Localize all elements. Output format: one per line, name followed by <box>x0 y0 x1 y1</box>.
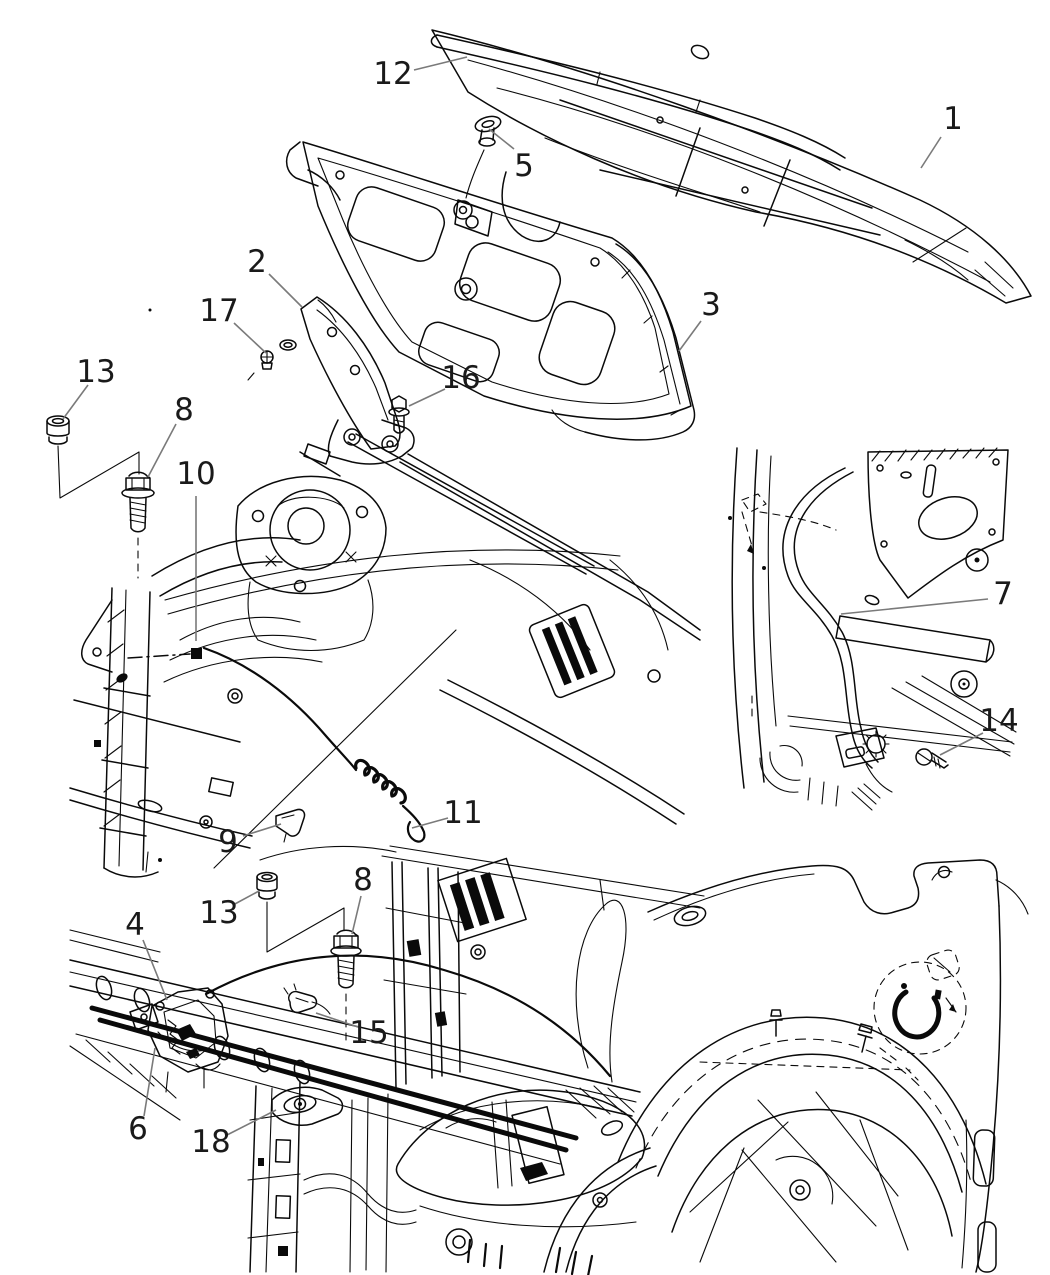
callout-8-label: 8 <box>353 862 373 898</box>
diagram-art <box>46 29 1032 1275</box>
cable-clip-art <box>275 808 306 843</box>
callout-15-leader <box>315 1012 362 1029</box>
callout-4-leader <box>142 939 168 1001</box>
callout-11-label: 11 <box>443 795 482 831</box>
callout-18-leader <box>226 1109 277 1136</box>
callout-17-label: 17 <box>199 293 238 329</box>
callout-1-leader <box>920 136 942 169</box>
callout-7-leader <box>840 598 989 615</box>
callout-11-leader <box>411 817 449 829</box>
callout-5-label: 5 <box>514 148 534 184</box>
cowl-side-inset-art <box>728 447 1017 811</box>
callout-6-label: 6 <box>128 1111 148 1147</box>
striker-art <box>271 1086 344 1126</box>
callout-12-leader <box>413 56 468 71</box>
callout-13-leader <box>232 890 260 906</box>
hood-bumper-art <box>465 115 502 199</box>
bolt-upper-art <box>57 445 155 579</box>
grommet-upper-art <box>46 415 70 445</box>
callout-6-leader <box>143 1047 156 1117</box>
callout-8-leader <box>351 895 362 935</box>
push-pin-art <box>247 339 297 381</box>
callout-10-label: 10 <box>176 456 215 492</box>
hood-seal-art <box>551 243 696 441</box>
callout-13-label: 13 <box>199 895 238 931</box>
callout-8-leader <box>147 423 177 478</box>
callout-5-leader <box>488 128 515 150</box>
hood-inner-panel-art <box>285 141 692 420</box>
callout-8-label: 8 <box>174 392 194 428</box>
callout-16-label: 16 <box>441 360 480 396</box>
callout-layer: 1 12 5 2 3 17 16 13 8 10 7 14 9 11 13 8 4 15 6 18 <box>62 56 1019 1160</box>
engine-bay-art <box>69 433 701 878</box>
callout-9-label: 9 <box>218 824 238 860</box>
cable-clip-15-art <box>283 983 331 1015</box>
callout-18-label: 18 <box>191 1124 230 1160</box>
callout-2-label: 2 <box>247 244 267 280</box>
callout-3-label: 3 <box>701 287 721 323</box>
callout-17-leader <box>233 322 267 354</box>
callout-16-leader <box>408 388 446 407</box>
callout-1-label: 1 <box>943 101 963 137</box>
hood-latch-art <box>129 987 229 1093</box>
callout-4-label: 4 <box>125 907 145 943</box>
weatherstrip-art <box>430 34 846 171</box>
hood-outer-panel-art <box>431 29 1032 304</box>
callout-13-label: 13 <box>76 354 115 390</box>
callout-2-leader <box>268 273 303 308</box>
screw-art-14 <box>915 748 949 769</box>
release-cable-art <box>202 646 426 843</box>
fender-art <box>543 859 1029 1275</box>
callout-3-leader <box>678 320 702 352</box>
callout-7-label: 7 <box>993 576 1013 612</box>
callout-14-leader <box>939 732 984 756</box>
callout-15-label: 15 <box>349 1015 388 1051</box>
callout-13-leader <box>62 384 89 420</box>
grommet-lower-art <box>256 871 278 900</box>
callout-14-label: 14 <box>979 703 1018 739</box>
callout-12-label: 12 <box>373 56 412 92</box>
bolt-lower-art <box>266 901 362 1047</box>
hood-hinge-art <box>148 296 415 465</box>
callout-9-leader <box>242 823 282 837</box>
hinge-bolt-art <box>388 395 410 434</box>
